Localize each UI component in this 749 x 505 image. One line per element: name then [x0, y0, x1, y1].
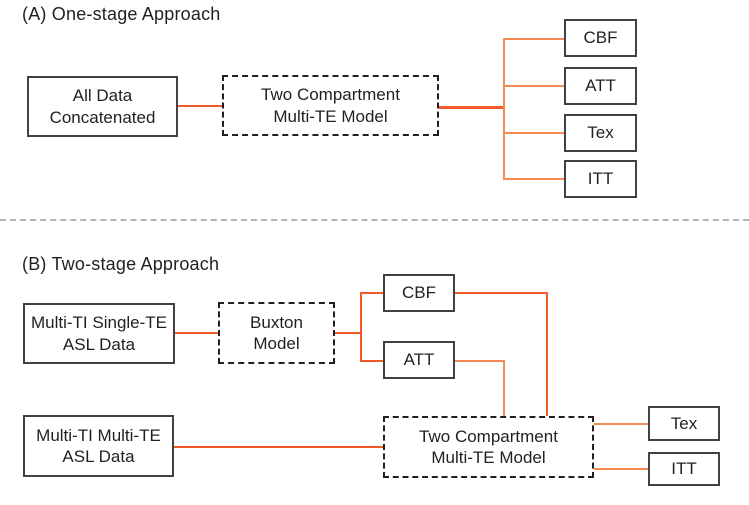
multi-ti-multi-te-asl-data-box: Multi-TI Multi-TE ASL Data — [23, 415, 174, 477]
connector-a-input-to-model — [177, 105, 222, 107]
connector-b-junction-vertical — [360, 292, 362, 362]
two-compartment-model-box-a: Two Compartment Multi-TE Model — [222, 75, 439, 136]
output-box-tex-a: Tex — [564, 114, 637, 152]
connector-a-model-to-junction — [439, 106, 504, 109]
section-a-title: (A) One-stage Approach — [22, 4, 221, 24]
output-box-itt-a: ITT — [564, 160, 637, 198]
all-data-concatenated-box: All Data Concatenated — [27, 76, 178, 137]
connector-b-branch-att — [362, 360, 383, 362]
connector-b-model-to-tex — [594, 423, 648, 425]
output-box-tex-b: Tex — [648, 406, 720, 441]
two-compartment-model-box-b: Two Compartment Multi-TE Model — [383, 416, 594, 478]
connector-a-branch-cbf — [504, 38, 564, 40]
connector-b-att-to-model-vertical — [503, 360, 505, 416]
output-box-att-b: ATT — [383, 341, 455, 379]
connector-b-att-to-model-horizontal — [455, 360, 505, 362]
section-divider-dashed-line — [0, 219, 749, 221]
connector-b-input1-to-buxton — [175, 332, 218, 334]
connector-b-buxton-to-junction — [335, 332, 362, 334]
output-box-cbf-b: CBF — [383, 274, 455, 312]
connector-b-input2-to-model — [174, 446, 383, 448]
connector-a-branch-tex — [504, 132, 564, 134]
connector-a-junction-vertical — [503, 38, 505, 180]
buxton-model-box: Buxton Model — [218, 302, 335, 364]
connector-b-branch-cbf — [362, 292, 383, 294]
section-b-title: (B) Two-stage Approach — [22, 254, 220, 274]
connector-a-branch-att — [504, 85, 564, 87]
connector-b-cbf-to-model-vertical — [546, 292, 548, 416]
multi-ti-single-te-asl-data-box: Multi-TI Single-TE ASL Data — [23, 303, 175, 364]
connector-a-branch-itt — [504, 178, 564, 180]
output-box-itt-b: ITT — [648, 452, 720, 486]
output-box-cbf-a: CBF — [564, 19, 637, 57]
connector-b-model-to-itt — [594, 468, 648, 470]
connector-b-cbf-to-model-horizontal — [455, 292, 548, 294]
output-box-att-a: ATT — [564, 67, 637, 105]
